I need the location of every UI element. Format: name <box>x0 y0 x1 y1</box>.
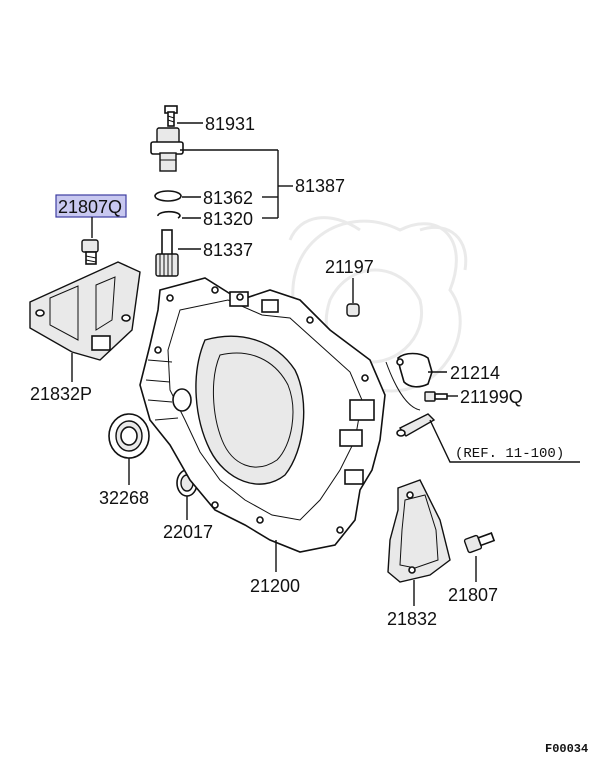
label-81320[interactable]: 81320 <box>203 209 253 229</box>
bolt-21199Q[interactable] <box>424 391 448 402</box>
bolt-21807Q[interactable] <box>81 239 99 265</box>
label-21832[interactable]: 21832 <box>387 609 437 629</box>
reference-label[interactable]: (REF. 11-100) <box>455 446 564 462</box>
label-21199Q[interactable]: 21199Q <box>460 387 523 407</box>
speed-sensor[interactable] <box>150 127 184 172</box>
dowel-pin-21197[interactable] <box>346 303 360 317</box>
bolt-21807[interactable] <box>463 532 496 554</box>
label-21200[interactable]: 21200 <box>250 576 300 596</box>
cover-plate-21214[interactable] <box>385 352 433 411</box>
label-32268[interactable]: 32268 <box>99 488 149 508</box>
label-21807Q-highlight <box>55 194 127 218</box>
transmission-case-21200[interactable] <box>139 277 386 553</box>
bolt-81931[interactable] <box>164 105 178 127</box>
label-21807[interactable]: 21807 <box>448 585 498 605</box>
leader-reference <box>429 419 580 463</box>
bracket-21832[interactable] <box>387 479 451 583</box>
label-81337[interactable]: 81337 <box>203 240 253 260</box>
snap-ring-81320[interactable] <box>157 210 181 219</box>
label-21807Q[interactable]: 21807Q <box>58 197 122 217</box>
reference-part-11-100[interactable] <box>396 413 436 437</box>
driven-gear-81337[interactable] <box>155 229 179 277</box>
o-ring-81362[interactable] <box>154 190 182 202</box>
label-21197[interactable]: 21197 <box>325 257 374 277</box>
bracket-21832P[interactable] <box>29 261 141 361</box>
oil-seal-32268[interactable] <box>108 413 150 459</box>
label-21214[interactable]: 21214 <box>450 363 500 383</box>
label-81362[interactable]: 81362 <box>203 188 253 208</box>
figure-code: F00034 <box>545 742 588 756</box>
label-21832P[interactable]: 21832P <box>30 384 92 404</box>
label-81387[interactable]: 81387 <box>295 176 345 196</box>
label-81931[interactable]: 81931 <box>205 114 255 134</box>
label-22017[interactable]: 22017 <box>163 522 213 542</box>
